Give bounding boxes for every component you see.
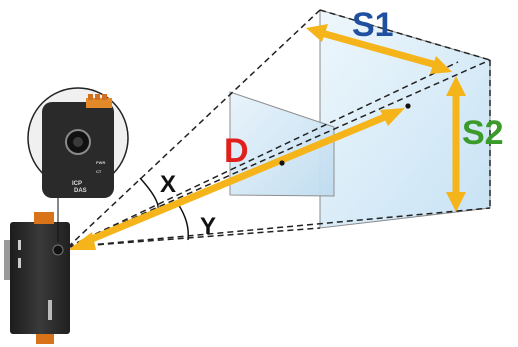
device-zoom-inset: ICP DAS PWR CT	[27, 87, 129, 242]
height-arrow	[446, 76, 466, 212]
angle-y-arc	[177, 203, 190, 241]
near-center-dot	[279, 160, 285, 166]
distance-label: D	[224, 132, 249, 170]
led-ct-text: CT	[96, 169, 102, 174]
logo-top-text: ICP	[72, 181, 82, 187]
sensor-device	[4, 212, 70, 344]
angle-x-label: X	[160, 171, 176, 198]
width-label: S1	[352, 6, 394, 44]
angle-y-label: Y	[200, 213, 216, 240]
distance-arrow	[68, 108, 405, 250]
far-center-dot	[405, 103, 411, 109]
width-arrow	[306, 24, 452, 74]
frustum-lines	[67, 9, 491, 248]
logo-bottom-text: DAS	[74, 188, 87, 194]
height-label: S2	[462, 114, 504, 152]
angle-x-arc	[139, 177, 159, 211]
led-pwr-text: PWR	[96, 160, 105, 165]
